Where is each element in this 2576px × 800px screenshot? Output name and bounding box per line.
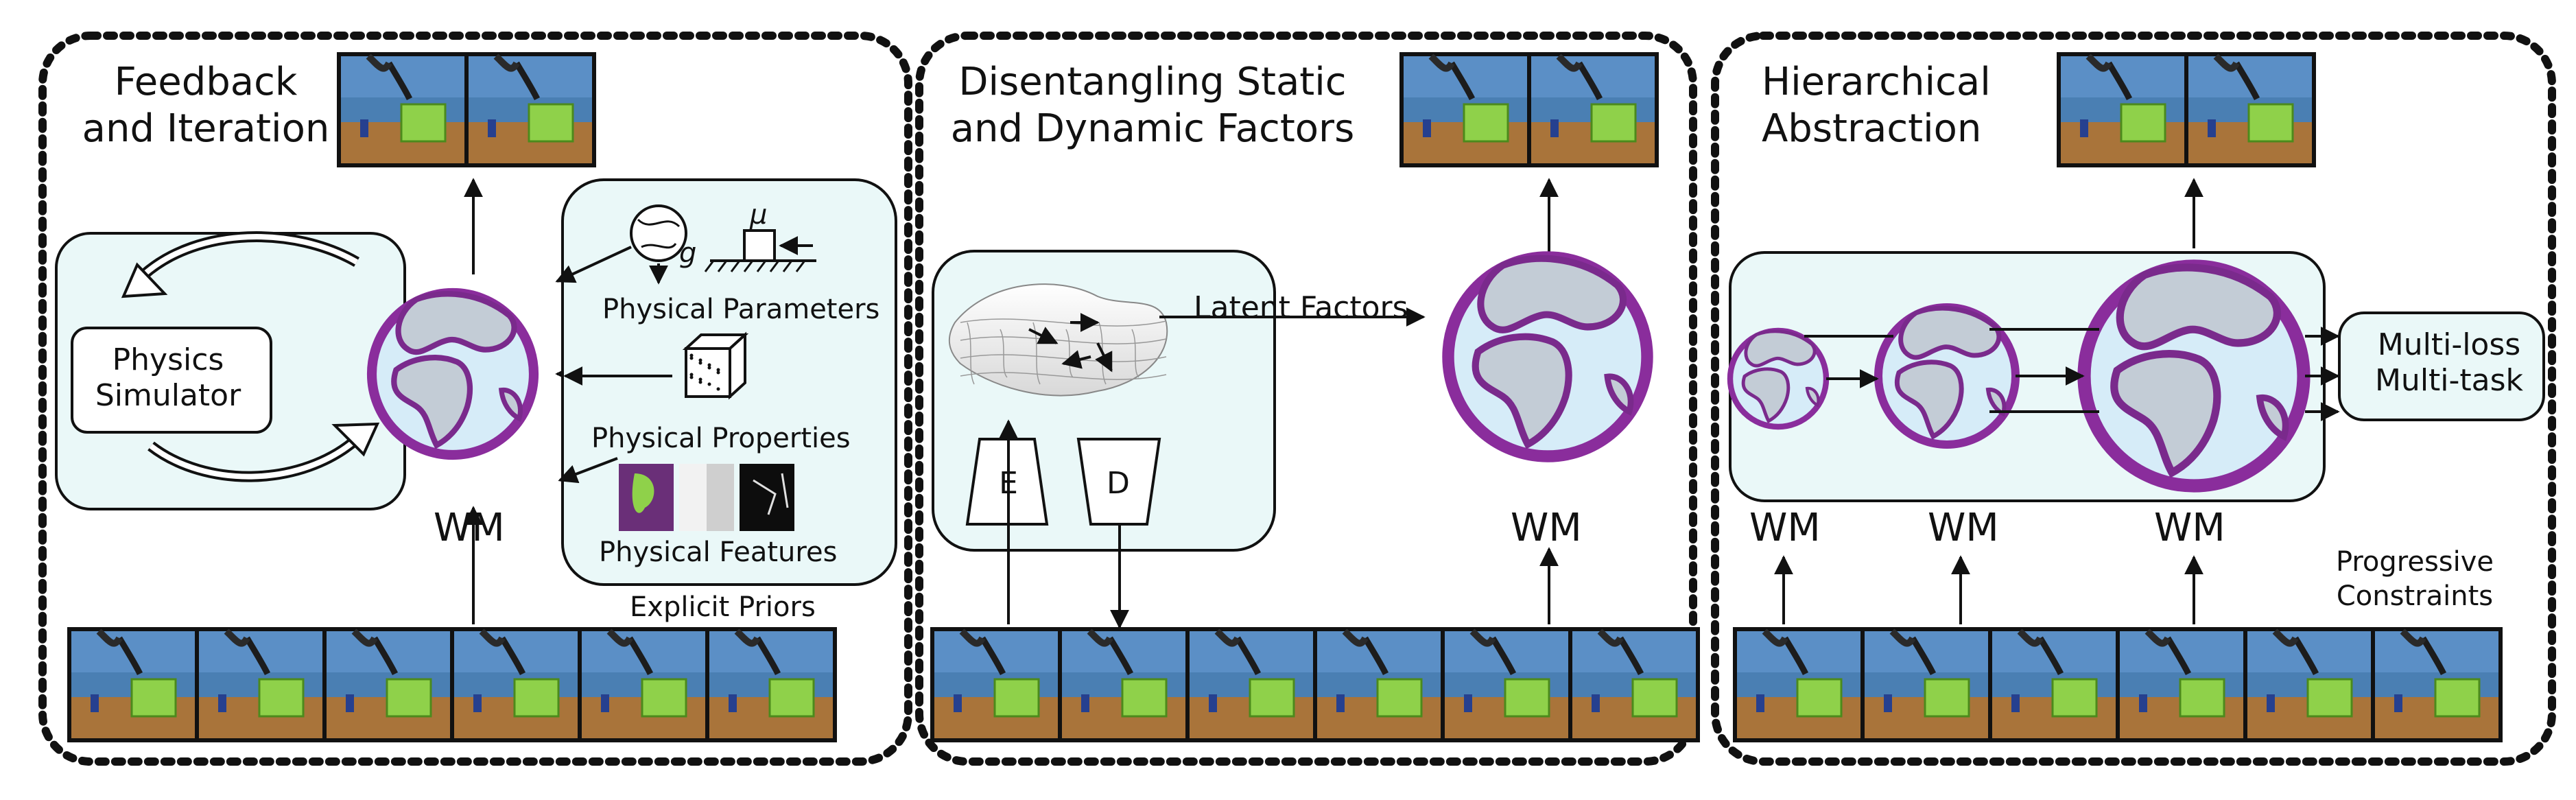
feature-map-segment [632,473,654,513]
latent-factors-label: Latent Factors [1194,290,1408,325]
material-cube-side [729,331,746,400]
constraints-label-line2: Constraints [2336,580,2494,612]
friction-hatch [717,260,728,272]
wm-label-medium: WM [1928,506,1999,550]
manifold-grid-line [1000,329,1008,378]
manifold-grid-line [960,336,1167,344]
friction-hatch [704,260,715,272]
physics-simulator-label-line1: Physics [112,342,224,377]
physical-properties-label: Physical Properties [591,423,851,454]
feature-map-edges [753,473,789,515]
gravity-symbol: g [679,237,697,269]
friction-hatch [756,260,767,272]
material-cube-dot [698,358,702,362]
manifold-flow-arrow [1095,342,1113,373]
wm-label: WM [434,506,505,550]
explicit-priors-label: Explicit Priors [630,591,816,623]
feature-map-depth [679,464,707,531]
material-cube-dot [689,353,694,357]
panel-title-feedback-line2: and Iteration [82,106,330,151]
cycle-arrow-bottom [149,436,359,480]
friction-hatch [743,260,754,272]
physics-simulator-label-line2: Simulator [95,378,241,413]
input-frames-hierarchical-strip [1733,627,2503,742]
input-frames-disentangling-strip [930,627,1700,742]
panel-title-disentangling-line2: and Dynamic Factors [950,106,1355,151]
panel-title-disentangling-line1: Disentangling Static [958,60,1347,104]
physical-parameters-label: Physical Parameters [602,294,880,325]
panel-disentangling-border [915,32,1697,766]
manifold-grid-line [967,322,975,385]
material-cube-dot [689,373,694,377]
friction-block-icon [743,229,776,262]
progressive-label-line1: Progressive [2335,546,2494,578]
friction-hatch [782,260,793,272]
panel-feedback-border [38,32,912,766]
multi-loss-label: Multi-loss [2377,327,2521,362]
material-cube-dot [698,361,702,365]
panel-title-feedback-line1: Feedback [114,60,298,104]
material-cube-dot [707,382,711,386]
physics-simulator-box [71,327,272,434]
panel-title-hierarchical-line1: Hierarchical [1762,60,1991,104]
material-cube-dot [716,368,720,372]
encoder-label: E [999,466,1018,501]
wm-label: WM [1511,506,1582,550]
manifold-flow-arrow [1028,327,1059,344]
physical-features-label: Physical Features [599,537,838,568]
material-cube-dot [707,363,711,367]
friction-symbol: μ [750,199,768,231]
decoder-block [1076,438,1161,526]
panel-title-hierarchical-line2: Abstraction [1762,106,1982,151]
wm-label-large: WM [2154,506,2225,550]
manifold-grid-line [960,318,1167,327]
multi-loss-box [2338,311,2545,421]
cycle-arrowhead-bottom [331,422,380,457]
friction-hatch [795,260,806,272]
manifold-flow-arrow [1061,350,1091,369]
input-frames-feedback-strip [67,627,837,742]
cycle-arrowhead-top [121,262,168,298]
multi-task-label: Multi-task [2374,363,2524,398]
manifold-grid-line [960,372,1167,380]
friction-hatch [730,260,741,272]
manifold-grid-line [1131,329,1139,378]
arrow-parameters-to-wm [555,246,632,283]
material-cube-dot [716,387,720,391]
earth-gravity-icon-land [637,218,681,249]
panel-hierarchical-border [1711,32,2556,766]
material-cube-dot [707,366,711,370]
material-cube-dot [689,375,694,379]
material-cube-dot [689,356,694,360]
wm-label-small: WM [1749,506,1821,550]
cycle-arrow-top [142,234,358,277]
arrow-features-to-wm [558,457,618,484]
decoder-label: D [1107,466,1130,501]
material-cube-dot [698,380,702,384]
material-cube-dot [698,377,702,381]
friction-hatch [769,260,780,272]
material-cube-dot [716,370,720,375]
